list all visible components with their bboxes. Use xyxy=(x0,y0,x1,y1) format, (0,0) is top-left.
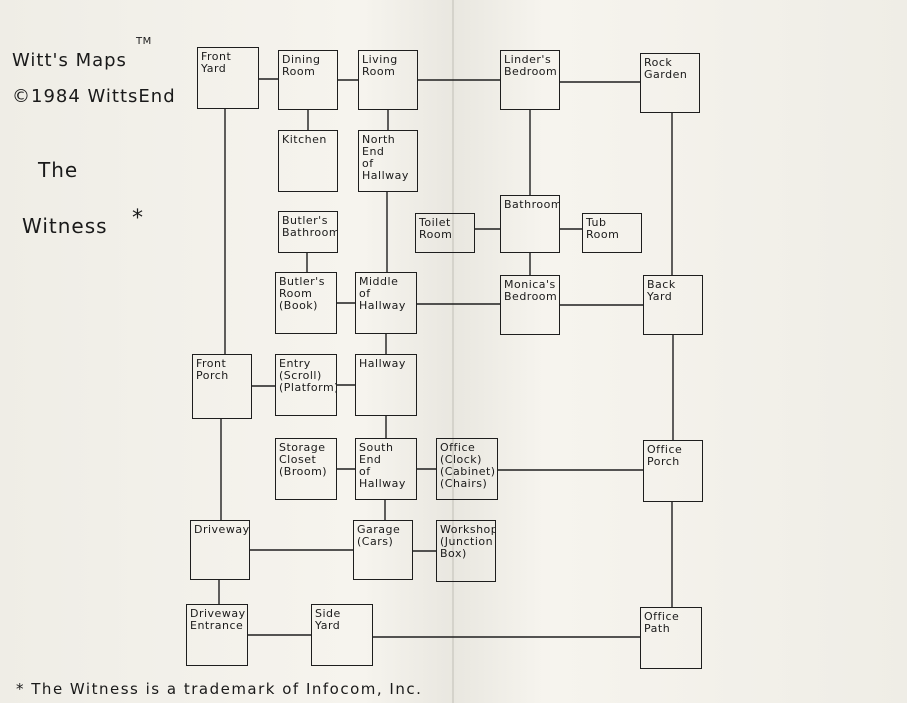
header-title: Witt's Maps xyxy=(12,50,127,71)
room-monicas-bedroom[interactable]: Monica's Bedroom xyxy=(500,275,560,335)
room-front-porch[interactable]: Front Porch xyxy=(192,354,252,419)
room-north-end-hallway[interactable]: North End of Hallway xyxy=(358,130,418,192)
room-dining-room[interactable]: Dining Room xyxy=(278,50,338,110)
room-middle-hallway[interactable]: Middle of Hallway xyxy=(355,272,417,334)
room-office-porch[interactable]: Office Porch xyxy=(643,440,703,502)
header-game-article: The xyxy=(38,158,79,182)
room-living-room[interactable]: Living Room xyxy=(358,50,418,110)
trademark-mark: TM xyxy=(136,36,152,47)
room-kitchen[interactable]: Kitchen xyxy=(278,130,338,192)
room-office-path[interactable]: Office Path xyxy=(640,607,702,669)
room-linders-bedroom[interactable]: Linder's Bedroom xyxy=(500,50,560,110)
header-copyright: ©1984 WittsEnd xyxy=(12,86,176,107)
room-entry[interactable]: Entry (Scroll) (Platform) xyxy=(275,354,337,416)
paper-fold xyxy=(452,0,454,703)
room-butlers-room[interactable]: Butler's Room (Book) xyxy=(275,272,337,334)
room-butlers-bathroom[interactable]: Butler's Bathroom xyxy=(278,211,338,253)
room-tub-room[interactable]: Tub Room xyxy=(582,213,642,253)
room-south-end-hallway[interactable]: South End of Hallway xyxy=(355,438,417,500)
header-game-title: Witness xyxy=(22,214,108,238)
room-hallway[interactable]: Hallway xyxy=(355,354,417,416)
room-garage[interactable]: Garage (Cars) xyxy=(353,520,413,580)
room-front-yard[interactable]: Front Yard xyxy=(197,47,259,109)
room-rock-garden[interactable]: Rock Garden xyxy=(640,53,700,113)
room-office[interactable]: Office (Clock) (Cabinet) (Chairs) xyxy=(436,438,498,500)
room-side-yard[interactable]: Side Yard xyxy=(311,604,373,666)
room-driveway-entrance[interactable]: Driveway Entrance xyxy=(186,604,248,666)
room-workshop[interactable]: Workshop (Junction Box) xyxy=(436,520,496,582)
room-back-yard[interactable]: Back Yard xyxy=(643,275,703,335)
room-toilet-room[interactable]: Toilet Room xyxy=(415,213,475,253)
room-driveway[interactable]: Driveway xyxy=(190,520,250,580)
room-storage-closet[interactable]: Storage Closet (Broom) xyxy=(275,438,337,500)
header-asterisk: * xyxy=(132,206,144,231)
footnote: * The Witness is a trademark of Infocom,… xyxy=(16,680,423,698)
room-bathroom[interactable]: Bathroom xyxy=(500,195,560,253)
